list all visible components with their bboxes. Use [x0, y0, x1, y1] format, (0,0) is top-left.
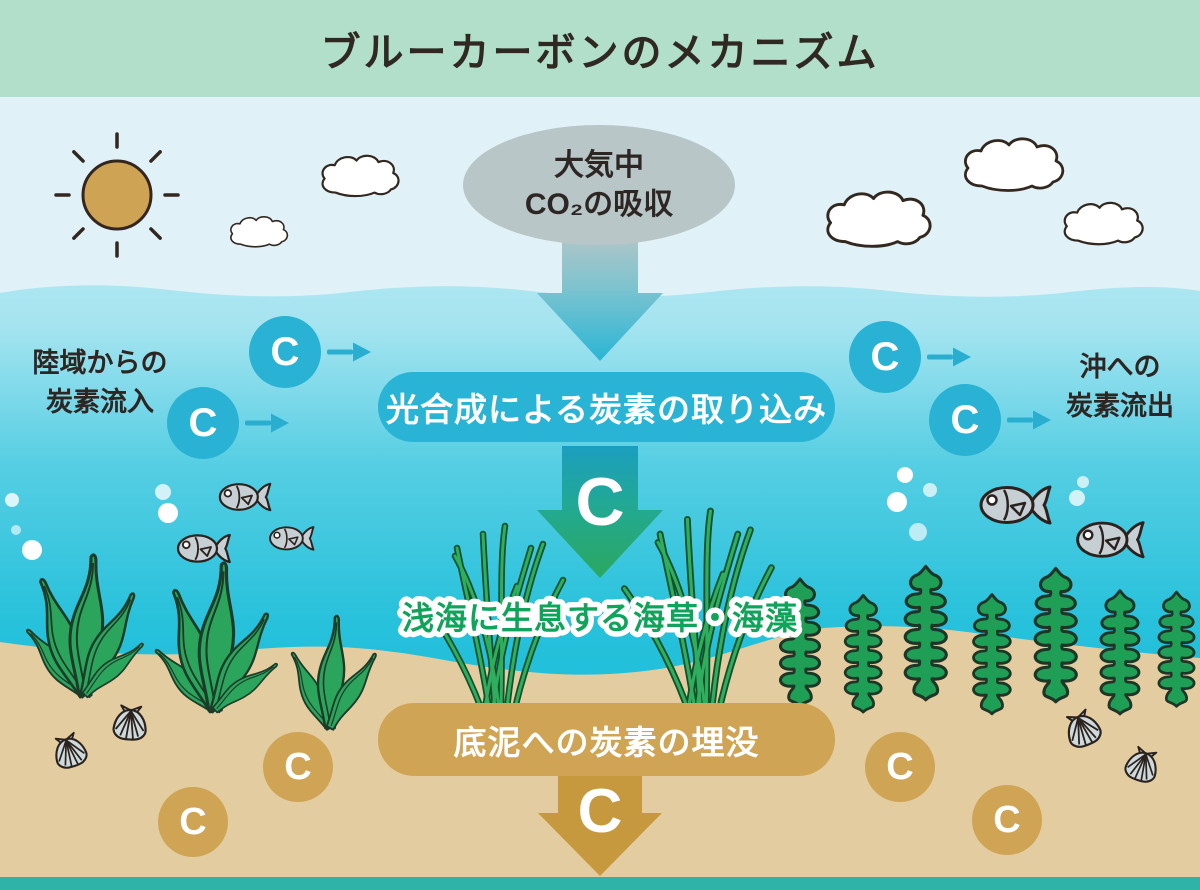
carbon-chip: C: [249, 316, 371, 388]
carbon-burial-arrow: [538, 776, 662, 876]
offshore-outflow-label: 沖への 炭素流出: [1040, 348, 1200, 426]
fish-icon: [979, 485, 1052, 525]
seagrass-label: 浅海に生息する海草・海藻: [402, 600, 798, 636]
fish-icon: [176, 533, 231, 564]
photosynthesis-label: 光合成による炭素の取り込み: [385, 391, 827, 428]
fish-icon: [218, 482, 272, 512]
atmosphere-line2: CO₂の吸収: [524, 188, 674, 221]
right-arrow-icon: [245, 413, 289, 433]
carbon-chip-letter: C: [886, 745, 914, 788]
sun-icon: [54, 132, 180, 258]
land-inflow-line2: 炭素流入: [46, 387, 154, 418]
offshore-outflow-line1: 沖への: [1079, 352, 1161, 382]
carbon-chip-letter: C: [179, 800, 207, 843]
atmosphere-line1: 大気中: [554, 149, 644, 182]
burial-banner: 底泥への炭素の埋没: [378, 703, 835, 776]
carbon-chip: C: [849, 321, 971, 393]
atmosphere-bubble: 大気中 CO₂の吸収: [463, 125, 735, 245]
co2-absorption-arrow: [537, 228, 663, 361]
carbon-chip: C: [929, 384, 1051, 456]
photosynthesis-banner: 光合成による炭素の取り込み: [378, 372, 835, 442]
carbon-letter-burial: C: [577, 777, 623, 846]
carbon-chip: C: [865, 732, 935, 802]
right-arrow-icon: [927, 347, 971, 367]
carbon-uptake-arrow: [537, 446, 663, 578]
fish-icon: [269, 526, 315, 551]
offshore-outflow-line2: 炭素流出: [1066, 391, 1174, 422]
carbon-chip-letter: C: [993, 798, 1021, 841]
sediment-bar: [0, 877, 1200, 890]
carbon-chip-letter: C: [950, 397, 980, 442]
carbon-chip: C: [167, 387, 289, 459]
title-bar: ブルーカーボンのメカニズム: [0, 0, 1200, 97]
carbon-chip: C: [158, 787, 228, 857]
burial-label: 底泥への炭素の埋没: [453, 723, 760, 761]
carbon-chip-letter: C: [284, 745, 312, 788]
carbon-chip-letter: C: [270, 329, 300, 374]
right-arrow-icon: [1007, 410, 1051, 430]
carbon-chip: C: [972, 785, 1042, 855]
right-arrow-icon: [327, 342, 371, 362]
land-inflow-label: 陸域からの 炭素流入: [10, 344, 190, 422]
carbon-chip-letter: C: [188, 400, 218, 445]
fish-icon: [1076, 521, 1145, 559]
carbon-chip: C: [263, 732, 333, 802]
bubbles: [5, 467, 1089, 560]
carbon-chip-letter: C: [870, 334, 900, 379]
carbon-letter-uptake: C: [575, 464, 625, 540]
diagram-title: ブルーカーボンのメカニズム: [320, 30, 880, 75]
land-inflow-line1: 陸域からの: [32, 348, 168, 378]
